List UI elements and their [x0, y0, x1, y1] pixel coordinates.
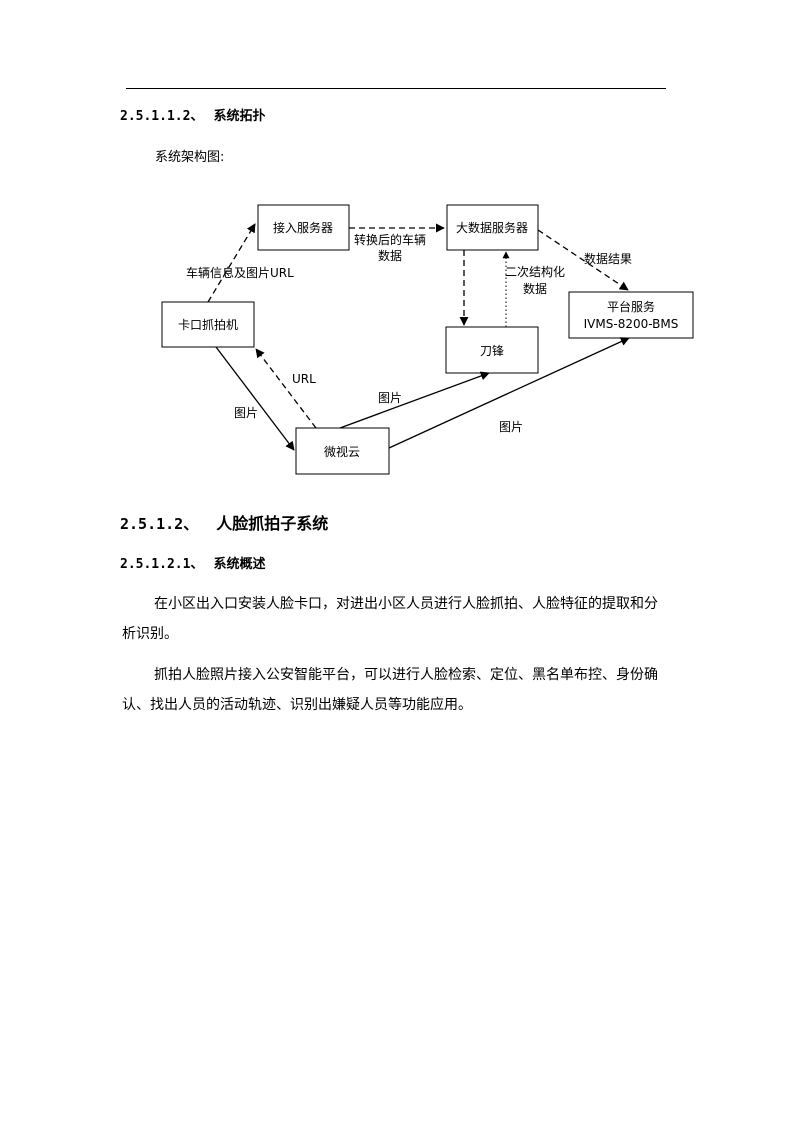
label-image-right: 图片	[499, 420, 523, 434]
label-secondary-line2: 数据	[523, 281, 547, 296]
node-bigdata-server: 大数据服务器	[446, 204, 539, 251]
section-heading-overview: 2.5.1.2.1、系统概述	[120, 553, 265, 572]
edge-camera-to-weishiyun	[215, 346, 295, 451]
node-daofeng: 刀锋	[445, 326, 539, 374]
svg-text:微视云: 微视云	[324, 444, 360, 459]
svg-text:刀锋: 刀锋	[480, 344, 504, 358]
label-converted-line2: 数据	[378, 248, 402, 263]
edge-weishiyun-to-platform	[388, 337, 630, 449]
section-title: 系统概述	[213, 557, 266, 572]
svg-text:大数据服务器: 大数据服务器	[456, 220, 528, 235]
header-rule	[126, 88, 666, 89]
edge-weishiyun-to-camera	[255, 348, 317, 429]
node-weishiyun: 微视云	[295, 427, 390, 475]
paragraph-overview-2: 抓拍人脸照片接入公安智能平台，可以进行人脸检索、定位、黑名单布控、身份确认、找出…	[122, 667, 658, 713]
svg-text:卡口抓拍机: 卡口抓拍机	[178, 317, 238, 332]
node-checkpoint-camera: 卡口抓拍机	[161, 301, 255, 348]
edge-weishiyun-to-daofeng	[339, 371, 490, 429]
label-secondary-line1: 二次结构化	[505, 264, 565, 279]
label-vehicle-info: 车辆信息及图片URL	[186, 265, 294, 280]
section-heading-topology: 2.5.1.1.2、系统拓扑	[120, 105, 265, 124]
section-heading-face-capture: 2.5.1.2、人脸抓拍子系统	[120, 510, 328, 534]
section-title: 系统拓扑	[213, 109, 266, 124]
section-number: 2.5.1.2.1、	[120, 557, 204, 572]
node-platform-service: 平台服务 IVMS-8200-BMS	[568, 291, 694, 339]
edge-bigdata-to-platform	[537, 229, 629, 291]
label-image-mid: 图片	[378, 391, 402, 405]
svg-text:平台服务: 平台服务	[607, 299, 655, 314]
section-number: 2.5.1.2、	[120, 515, 199, 533]
architecture-caption: 系统架构图:	[155, 150, 225, 165]
section-title: 人脸抓拍子系统	[216, 514, 329, 533]
label-image-left: 图片	[234, 406, 258, 420]
svg-text:IVMS-8200-BMS: IVMS-8200-BMS	[584, 317, 679, 331]
edge-camera-to-access	[207, 223, 256, 303]
svg-text:接入服务器: 接入服务器	[273, 220, 333, 235]
label-data-result: 数据结果	[584, 251, 632, 266]
section-number: 2.5.1.1.2、	[120, 109, 204, 124]
label-url: URL	[292, 372, 316, 386]
label-converted-line1: 转换后的车辆	[354, 232, 426, 247]
node-access-server: 接入服务器	[257, 204, 350, 251]
paragraph-overview-1: 在小区出入口安装人脸卡口，对进出小区人员进行人脸抓拍、人脸特征的提取和分析识别。	[122, 596, 658, 642]
